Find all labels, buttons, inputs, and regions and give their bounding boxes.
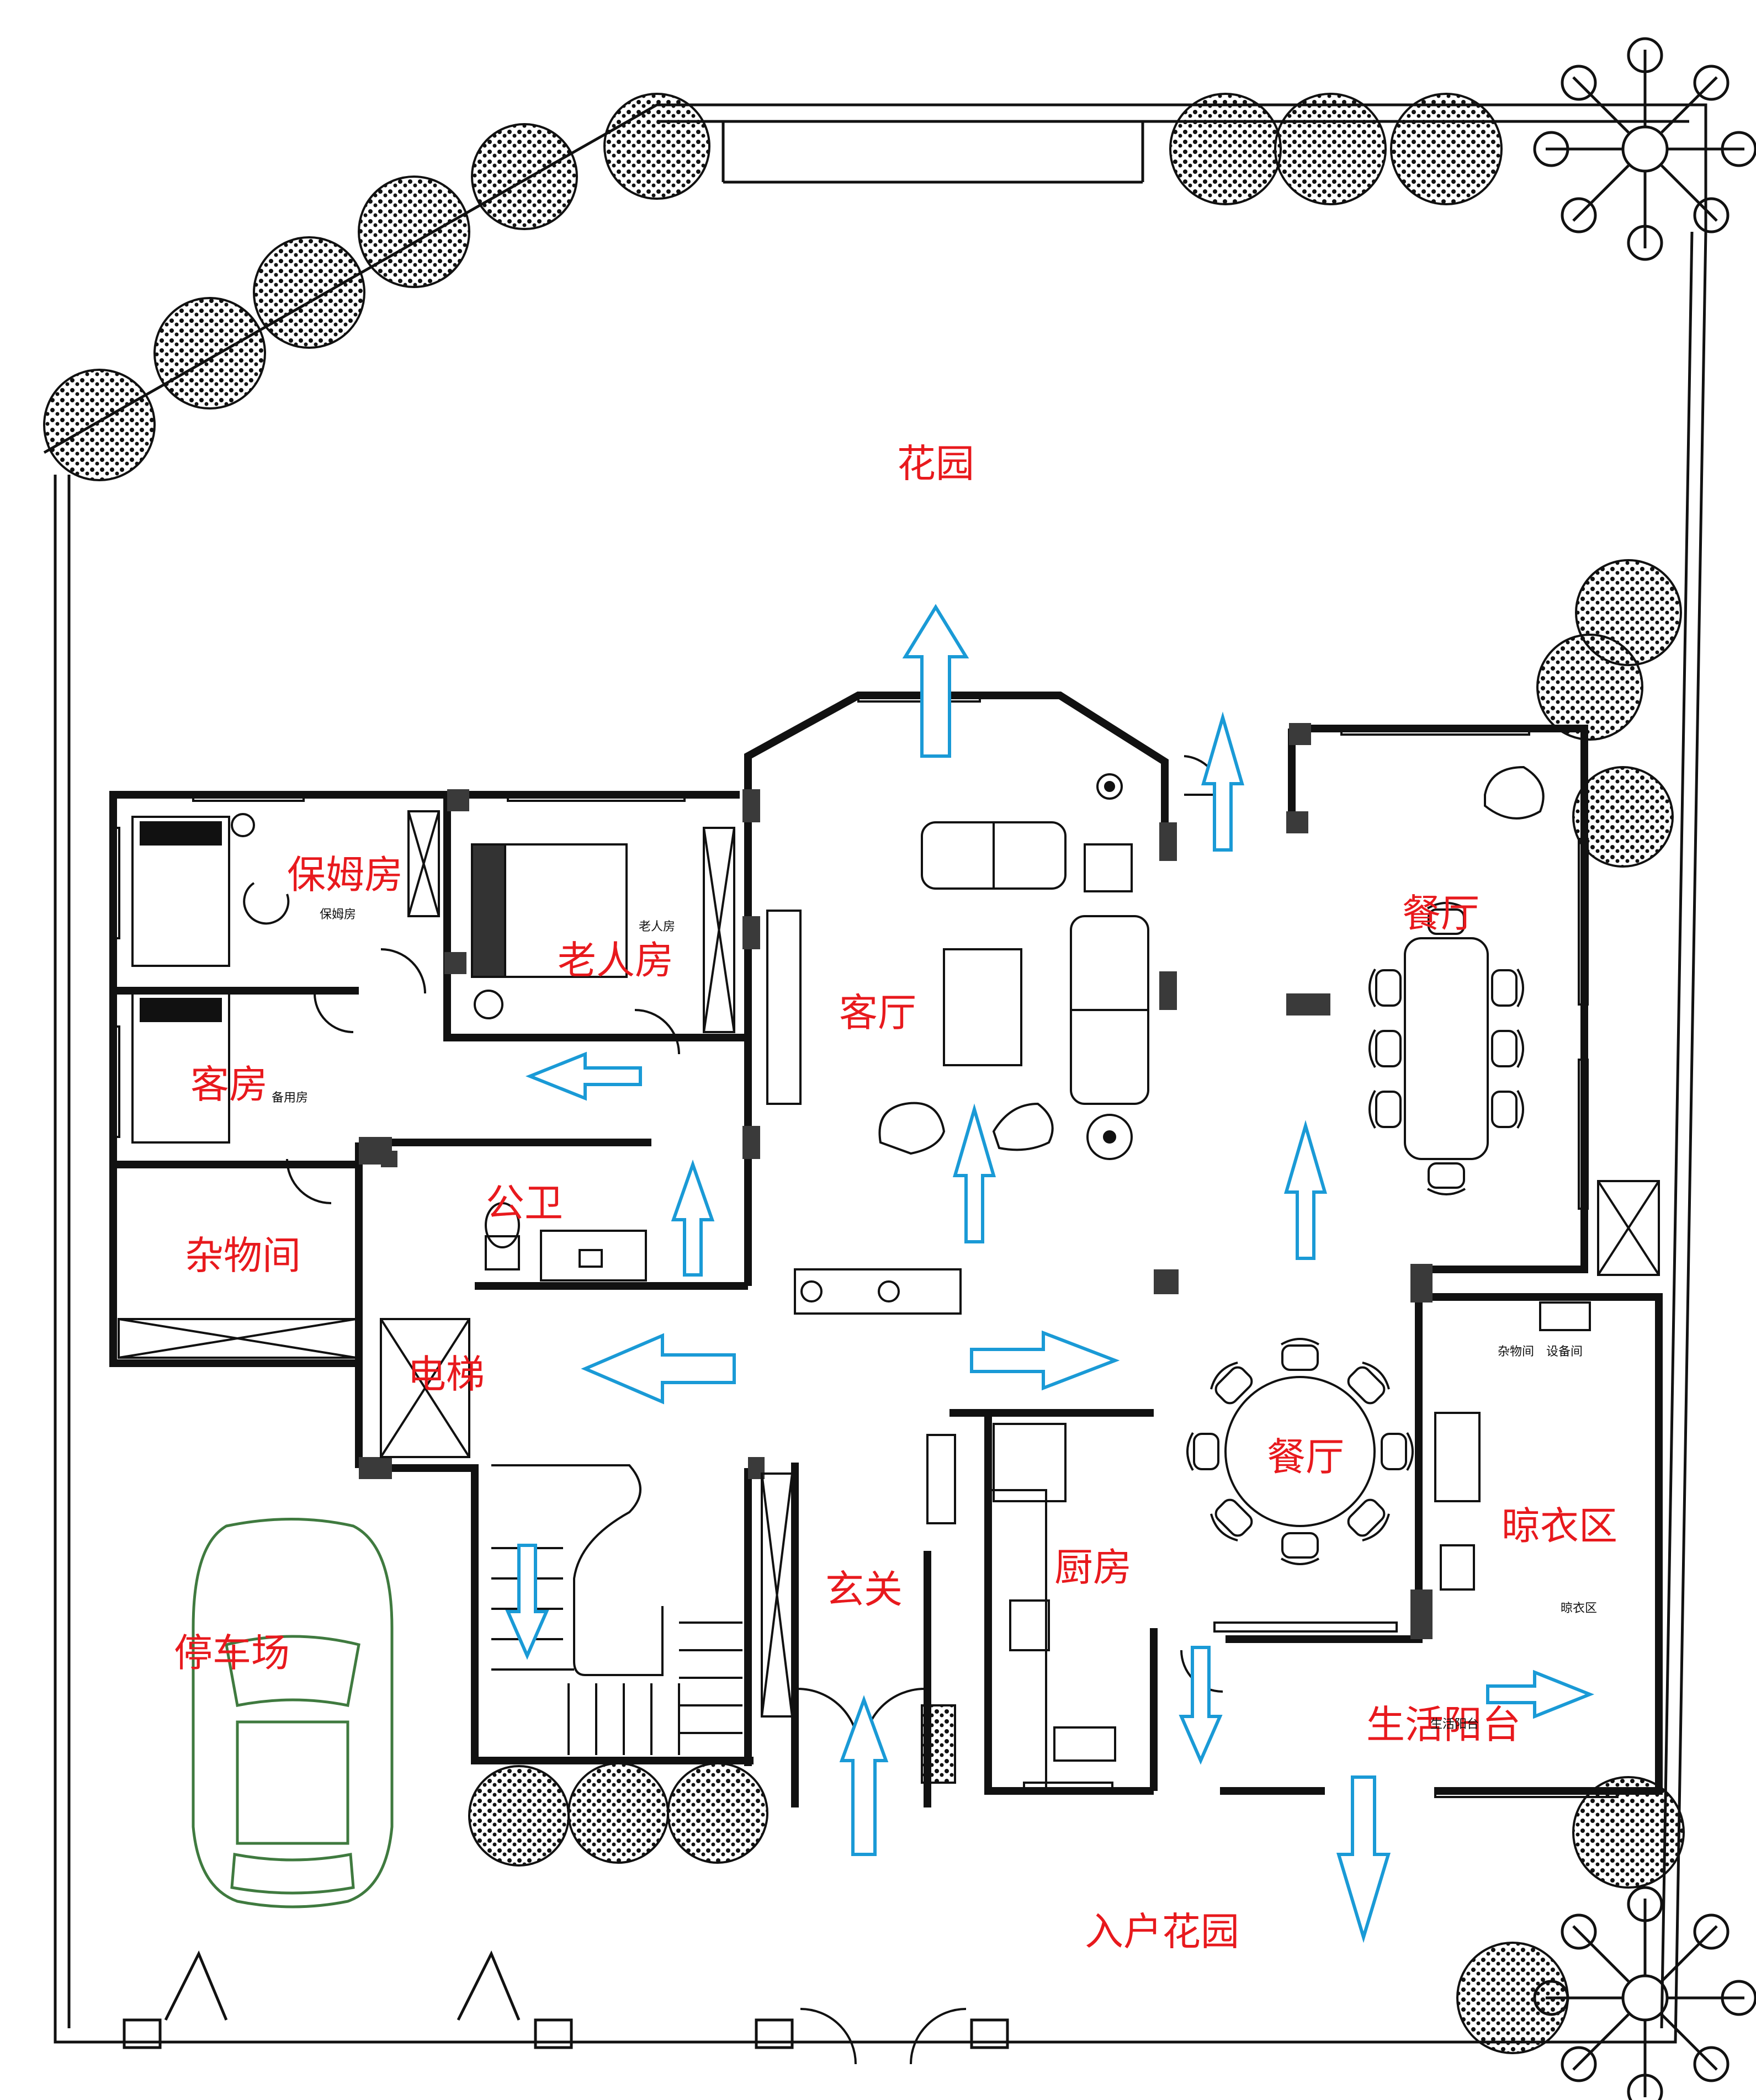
- palm-tree-icon: [1533, 1886, 1756, 2100]
- dining-room-round-label: 餐厅: [1267, 1434, 1344, 1480]
- tv-cabinet: [794, 1268, 962, 1315]
- nanny-room-small-label: 保姆房: [319, 908, 357, 922]
- flow-arrow-icon: [902, 604, 969, 758]
- kitchen-counter: [990, 1489, 1047, 1789]
- dining-room-north-label: 餐厅: [1402, 891, 1479, 936]
- armchair: [992, 1102, 1054, 1151]
- tree-shrub-icon: [1572, 766, 1674, 868]
- flow-arrow-icon: [839, 1695, 889, 1856]
- side-table: [1084, 843, 1133, 892]
- palm-trees: [1533, 37, 1756, 2100]
- elder-room-small-label: 老人房: [638, 920, 676, 934]
- tree-shrub-icon: [43, 369, 156, 481]
- lamp-icon: [1086, 1114, 1133, 1160]
- tree-shrub-icon: [1274, 93, 1387, 205]
- tree-shrub-icon: [471, 123, 578, 230]
- doors: [286, 755, 1223, 2065]
- storage-room-label: 杂物间: [185, 1233, 301, 1278]
- gates: [123, 1950, 1009, 2049]
- flow-arrow-icon: [1336, 1775, 1391, 1943]
- flow-arrow-icon: [671, 1159, 715, 1277]
- structural-pillars: [359, 723, 1433, 1639]
- fixtures: [485, 1202, 1591, 1789]
- armchair: [878, 1102, 946, 1155]
- flow-arrows: [505, 604, 1595, 1943]
- flow-arrow-icon: [953, 1103, 996, 1243]
- toilet: [485, 1235, 520, 1270]
- tree-shrub-icon: [468, 1765, 570, 1867]
- garden-label: 花园: [897, 441, 974, 486]
- vanity: [540, 1230, 647, 1282]
- tree-shrub-icon: [567, 1762, 669, 1864]
- drying-area-small-label: 晾衣区: [1560, 1602, 1598, 1615]
- living-furniture: [794, 773, 1149, 1315]
- car-icon: [192, 1518, 394, 1908]
- elder-room-label: 老人房: [558, 938, 673, 983]
- tree-shrub-icon: [667, 1762, 768, 1864]
- tree-shrub-icon: [603, 93, 710, 200]
- flow-arrow-icon: [505, 1544, 549, 1660]
- windows: [109, 692, 1619, 1798]
- tree-shrub-icon: [358, 176, 470, 288]
- tree-shrub-icon: [253, 236, 365, 349]
- tree-shrub-icon: [1536, 634, 1643, 741]
- landscape-shrubs: [43, 93, 1685, 2054]
- public-bath-label: 公卫: [486, 1181, 563, 1226]
- flow-arrow-icon: [1179, 1646, 1223, 1765]
- flow-arrow-icon: [1486, 1670, 1595, 1719]
- guest-room-label: 客房: [190, 1062, 268, 1107]
- palm-tree-icon: [1533, 37, 1756, 261]
- flow-arrow-icon: [581, 1333, 736, 1405]
- bedroom-furniture: [131, 813, 628, 1144]
- living-room-label: 客厅: [839, 990, 916, 1035]
- nanny-room-label: 保姆房: [287, 852, 403, 897]
- storage-shelf: [118, 1318, 357, 1359]
- flow-arrow-icon: [1284, 1120, 1327, 1260]
- foyer-label: 玄关: [825, 1567, 903, 1612]
- drying-area-label: 晾衣区: [1502, 1503, 1617, 1549]
- entry-garden-label: 入户花园: [1085, 1909, 1239, 1954]
- armchair: [1484, 765, 1545, 820]
- coffee-table: [943, 948, 1022, 1066]
- tree-shrub-icon: [1169, 93, 1282, 205]
- elevator-label: 电梯: [407, 1352, 485, 1397]
- shaft-boxes: [118, 810, 1660, 1718]
- service-balcony-label: 生活阳台: [1366, 1702, 1521, 1747]
- flow-arrow-icon: [1201, 711, 1244, 852]
- dining-table-round: [1186, 1338, 1414, 1565]
- bed-icon: [131, 992, 230, 1144]
- utility-rooms-small-label: 杂物间 设备间: [1497, 1345, 1583, 1359]
- staircase: [491, 1464, 742, 1755]
- lamp-icon: [1096, 773, 1123, 800]
- bed-icon: [131, 816, 230, 967]
- flow-arrow-icon: [525, 1051, 642, 1101]
- tree-shrub-icon: [1390, 93, 1503, 205]
- flow-arrow-icon: [970, 1330, 1120, 1391]
- tree-shrub-icon: [1572, 1776, 1685, 1889]
- kitchen-label: 厨房: [1054, 1545, 1132, 1590]
- service-balcony-small-label: 生活阳台: [1430, 1718, 1479, 1731]
- guest-room-small-label: 备用房: [271, 1091, 309, 1105]
- dining-table-north: [1368, 765, 1545, 1195]
- tree-shrub-icon: [153, 297, 266, 410]
- parking-label: 停车场: [174, 1630, 290, 1676]
- elevator-shaft: [380, 1318, 470, 1458]
